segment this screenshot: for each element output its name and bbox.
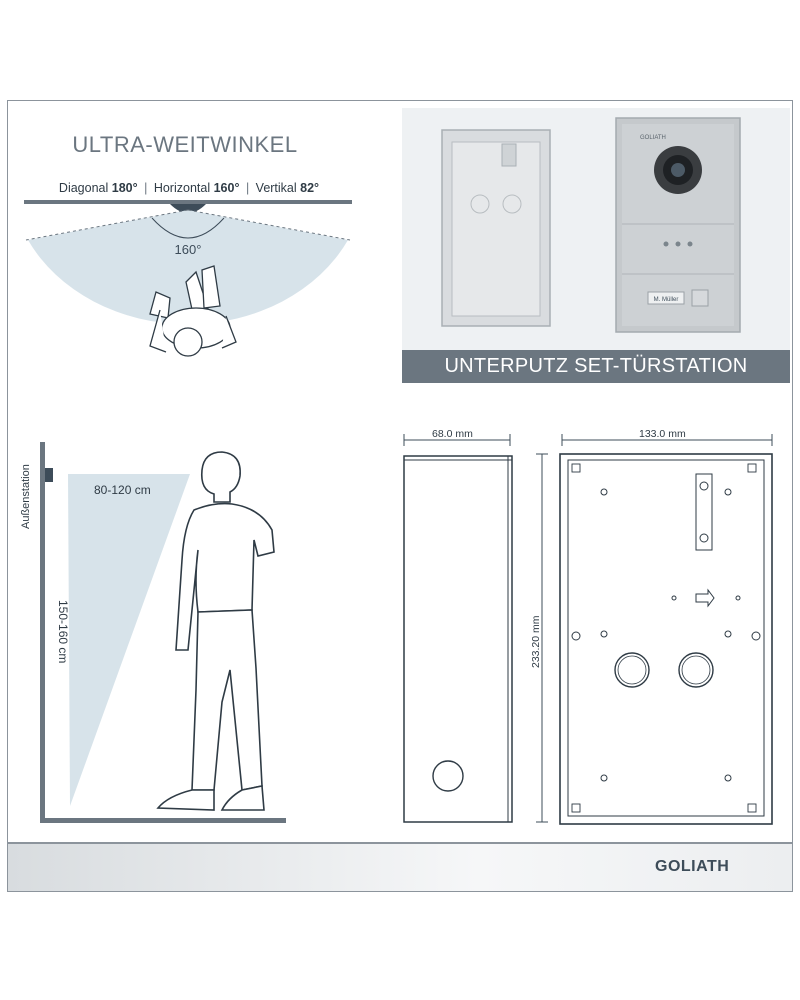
dimension-drawings xyxy=(403,434,773,825)
view-triangle xyxy=(68,474,190,806)
flush-mount-box-image xyxy=(441,129,551,327)
vertical-height-label: 150-160 cm xyxy=(56,600,70,664)
width-label: 133.0 mm xyxy=(639,428,686,440)
spec-diagonal-label: Diagonal xyxy=(58,181,109,195)
camera-dome-icon xyxy=(170,204,206,213)
ultra-wide-title: ULTRA-WEITWINKEL xyxy=(72,132,298,157)
wall-bar xyxy=(24,200,352,204)
wide-angle-diagram: 160° xyxy=(24,200,352,357)
product-photos: GOLIATH M. Müller xyxy=(441,117,741,333)
product-banner: UNTERPUTZ SET-TÜRSTATION xyxy=(402,350,790,383)
spec-vertical-label: Vertikal xyxy=(255,181,297,195)
footer-divider xyxy=(8,842,792,844)
angle-label: 160° xyxy=(175,242,202,257)
outdoor-station-icon xyxy=(45,468,53,482)
horizontal-distance-label: 80-120 cm xyxy=(94,483,151,497)
angle-arc xyxy=(151,217,225,239)
mounting-height-diagram xyxy=(40,442,286,823)
spec-horizontal-label: Horizontal xyxy=(153,181,211,195)
floor-line xyxy=(40,818,286,823)
spec-diagonal-value: 180° xyxy=(111,181,138,195)
nameplate-text: M. Müller xyxy=(654,297,679,303)
side-view-drawing xyxy=(403,455,513,823)
angle-specs: Diagonal 180° | Horizontal 160° | Vertik… xyxy=(58,181,320,195)
front-view-drawing xyxy=(559,453,773,825)
station-brand-logo: GOLIATH xyxy=(640,135,666,141)
spec-vertical-value: 82° xyxy=(300,181,320,195)
spec-horizontal-value: 160° xyxy=(213,181,240,195)
wall-line xyxy=(40,442,45,822)
goliath-logo: GOLIATH xyxy=(655,858,730,875)
person-side-view-icon xyxy=(156,451,275,811)
depth-label: 68.0 mm xyxy=(432,428,473,440)
footer-bar xyxy=(8,842,792,891)
height-label: 233.20 mm xyxy=(530,615,542,668)
person-top-view-icon xyxy=(149,265,237,357)
field-of-view-area xyxy=(28,210,348,325)
door-station-image: GOLIATH M. Müller xyxy=(615,117,741,333)
wall-label: Außenstation xyxy=(20,464,32,529)
